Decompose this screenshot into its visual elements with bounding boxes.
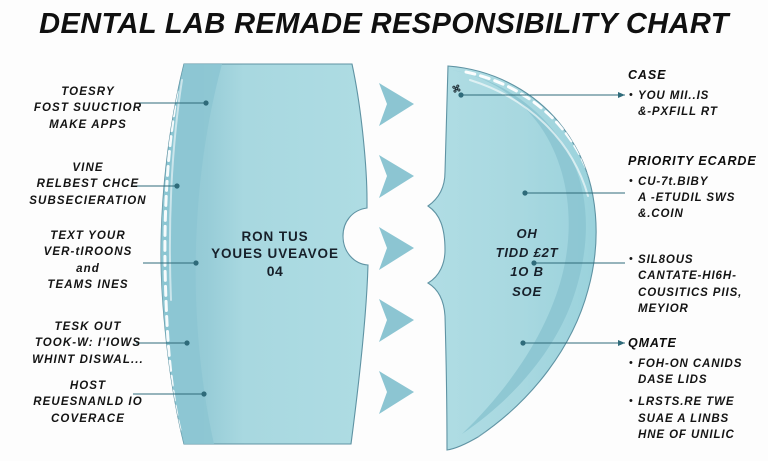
bullet-dot-icon: • <box>629 174 633 187</box>
annotation-heading: PRIORITY ECARDE <box>628 154 757 168</box>
annotation-line: YOU MII..IS <box>638 89 710 102</box>
annotation-block-right-4: QMATE • FOH-ON CANIDS DASE LIDS • FOH-ON… <box>628 334 768 449</box>
annotation-line: TOESRY <box>61 86 115 98</box>
annotation-line: FOST SUUCTIOR <box>33 102 143 115</box>
chevron-arrow-icon <box>379 371 414 414</box>
annotation-line: COUSITICS PIIS, <box>638 286 743 299</box>
bullet-dot-icon: • <box>629 356 633 369</box>
annotation-line: &.COIN <box>638 208 684 221</box>
annotation-line: CANTATE-HI6H- <box>638 270 737 283</box>
annotation-line: &-PXFILL RT <box>638 106 718 119</box>
leader-lines-left <box>133 100 209 397</box>
annotation-block-left-2: VINE RELBEST CHCE SUBSECIERATION <box>8 160 168 209</box>
annotation-line: WHINT DISWAL... <box>32 353 144 366</box>
page-title: DENTAL LAB REMADE RESPONSIBILITY CHART <box>39 8 729 40</box>
annotation-line: A -ETUDIL SWS <box>638 192 736 205</box>
annotation-line: FOH-ON CANIDS <box>638 357 743 370</box>
annotation-line: RELBEST CHCE <box>36 178 140 191</box>
annotation-line: TEAMS INES <box>47 278 129 291</box>
annotation-line: and <box>76 262 100 275</box>
annotation-bullet: • CU-7t.BIBY A -ETUDIL SWS &.COIN <box>629 174 768 223</box>
annotation-line: TOOK-W: I'IOWS <box>34 337 142 350</box>
annotation-bullet: • YOU MII..IS &-PXFILL RT <box>629 88 768 121</box>
left-lens-shape <box>160 63 369 445</box>
right-lens-shape <box>426 65 597 451</box>
chevron-arrow-group <box>379 83 414 414</box>
annotation-line: CU-7t.BIBY <box>638 175 709 188</box>
annotation-line: SUAE A LINBS <box>638 412 730 425</box>
annotation-heading: QMATE <box>628 336 677 350</box>
leader-lines-right <box>458 92 625 346</box>
chevron-arrow-icon <box>379 83 414 126</box>
chevron-arrow-icon <box>379 155 414 198</box>
annotation-bullet: • FOH-ON CANIDS LRSTS.RE TWE SUAE A LINB… <box>629 394 768 443</box>
annotation-line: MAKE APPS <box>49 118 127 131</box>
chevron-arrow-icon <box>379 227 414 270</box>
bullet-dot-icon: • <box>629 395 633 408</box>
annotation-heading: CASE <box>628 68 667 82</box>
bullet-dot-icon: • <box>629 253 633 265</box>
annotation-block-right-2: PRIORITY ECARDE • CU-7t.BIBY A -ETUDIL S… <box>628 152 768 229</box>
annotation-block-left-5: HOST REUESNANLD IO COVERACE <box>8 378 168 427</box>
annotation-line: REUESNANLD IO <box>33 396 143 409</box>
annotation-line: VINE <box>72 162 104 174</box>
annotation-block-left-4: TESK OUT TOOK-W: I'IOWS WHINT DISWAL... <box>8 319 168 368</box>
annotation-line: HNE OF UNILIC <box>638 429 735 442</box>
annotation-block-left-1: TOESRY FOST SUUCTIOR MAKE APPS <box>8 84 168 133</box>
annotation-line: COVERACE <box>51 412 125 425</box>
annotation-line: TESK OUT <box>54 321 122 333</box>
annotation-body: • YOU MII..IS &-PXFILL RT <box>628 88 768 121</box>
annotation-block-left-3: TEXT YOUR VER-tIROONS and TEAMS INES <box>8 228 168 293</box>
annotation-block-right-3: • SIL8OUS CANTATE-HI6H- COUSITICS PIIS, … <box>628 252 768 323</box>
annotation-line: TEXT YOUR <box>50 230 126 242</box>
annotation-body: • FOH-ON CANIDS DASE LIDS • FOH-ON CANID… <box>628 356 768 444</box>
chevron-arrow-icon <box>379 299 414 342</box>
annotation-body: • SIL8OUS CANTATE-HI6H- COUSITICS PIIS, … <box>628 252 768 317</box>
annotation-line: SUBSECIERATION <box>29 194 147 207</box>
annotation-body: • CU-7t.BIBY A -ETUDIL SWS &.COIN <box>628 174 768 223</box>
annotation-line: SIL8OUS <box>638 254 694 266</box>
annotation-line: MEYIOR <box>638 302 689 315</box>
annotation-line: VER-tIROONS <box>43 246 133 259</box>
bullet-dot-icon: • <box>629 88 633 101</box>
annotation-block-right-1: CASE • YOU MII..IS &-PXFILL RT <box>628 66 768 126</box>
annotation-bullet: • SIL8OUS CANTATE-HI6H- COUSITICS PIIS, … <box>629 252 768 317</box>
annotation-bullet: • FOH-ON CANIDS DASE LIDS <box>629 356 768 389</box>
annotation-line: HOST <box>69 380 107 392</box>
annotation-line: LRSTS.RE TWE <box>638 396 735 409</box>
annotation-line: DASE LIDS <box>638 374 708 387</box>
